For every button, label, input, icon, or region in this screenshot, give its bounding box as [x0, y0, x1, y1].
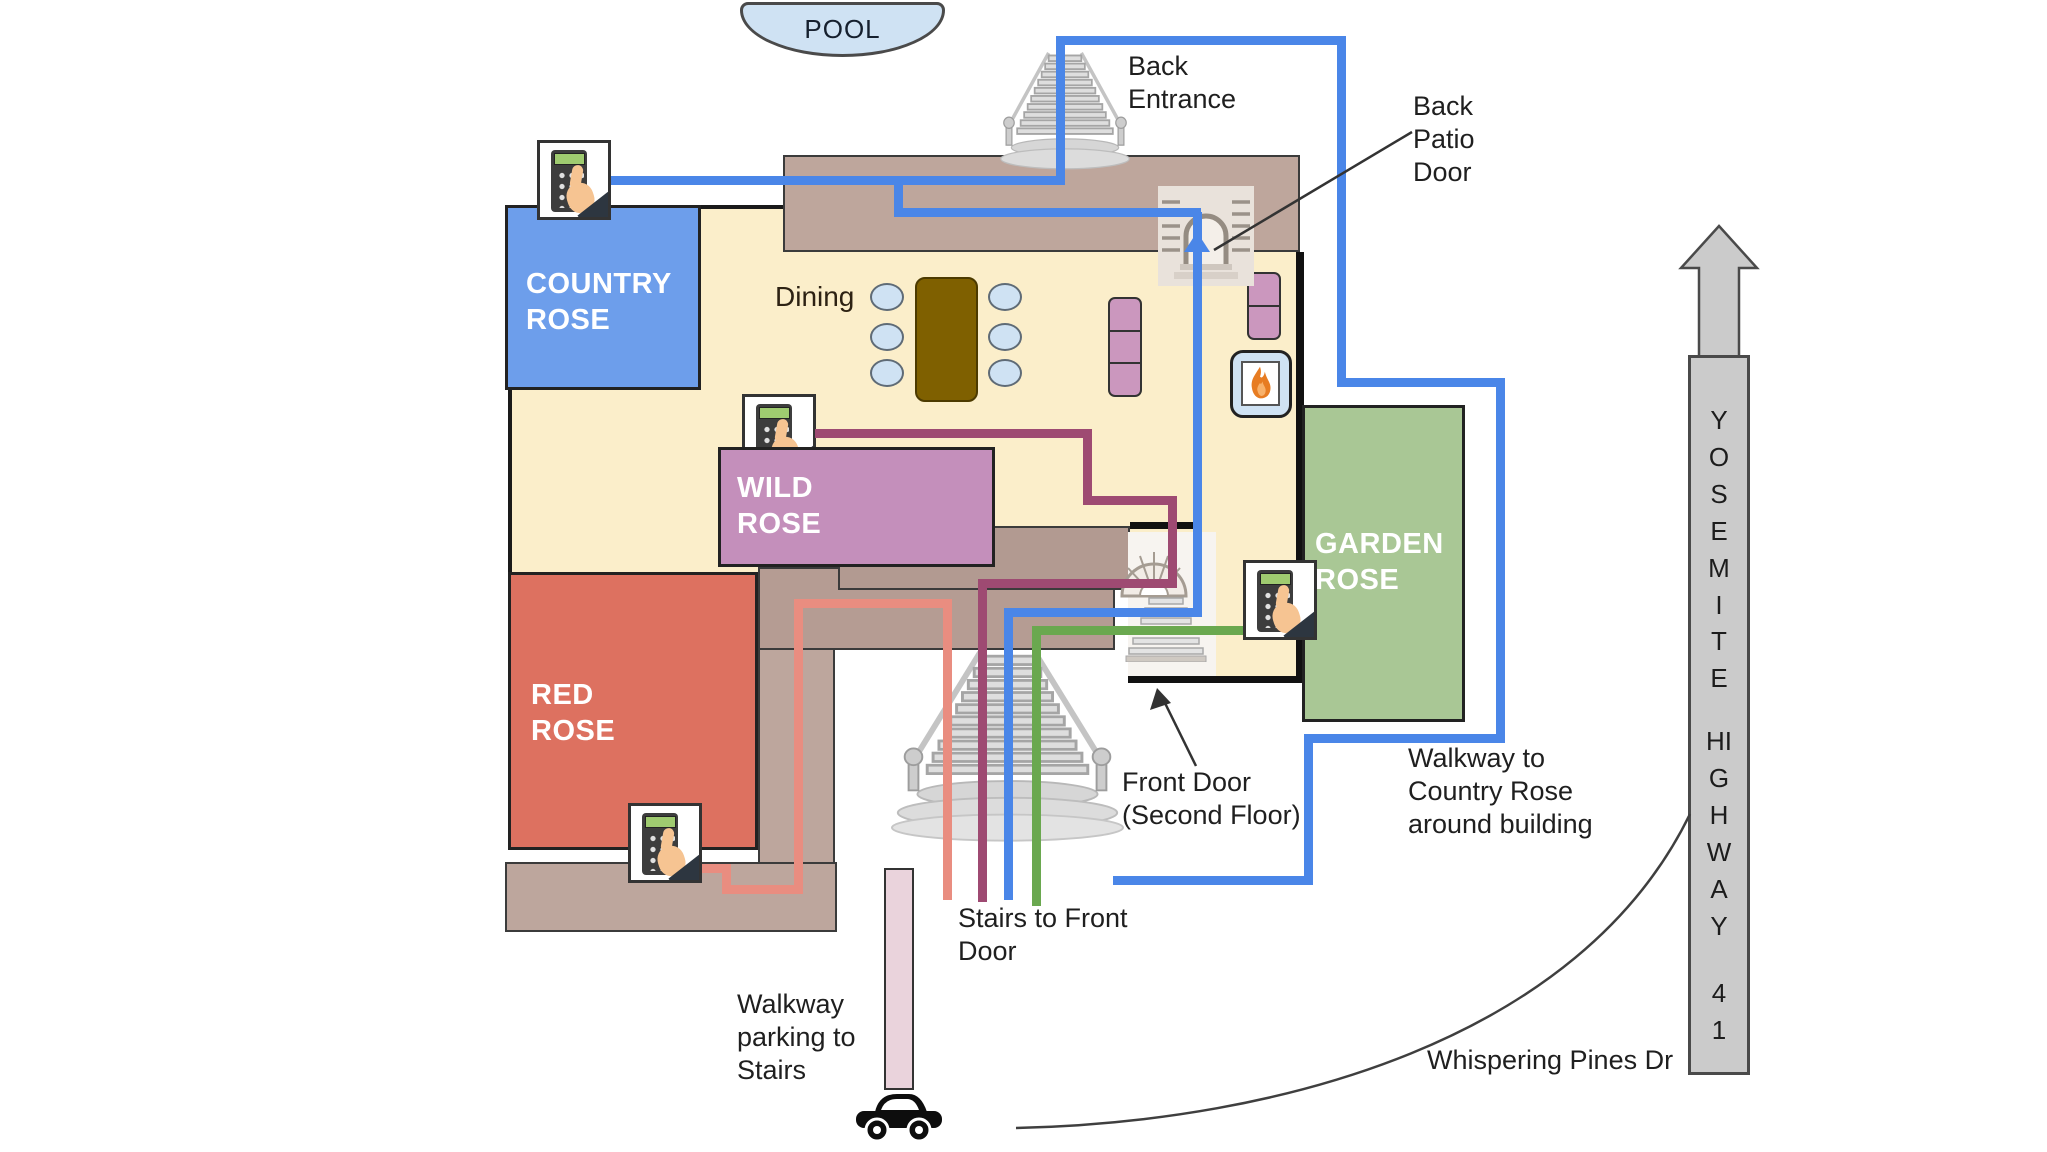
- room-red-rose-label: RED ROSE: [531, 679, 616, 748]
- room-garden-rose-label: GARDEN ROSE: [1315, 528, 1444, 597]
- path-blue-segment: [1304, 734, 1313, 884]
- path-maroon-segment: [815, 429, 1092, 438]
- room-wild-rose: WILD ROSE: [718, 447, 995, 567]
- country-rose-keypad-icon: [537, 140, 611, 220]
- path-maroon-segment: [1168, 496, 1177, 588]
- door-entry-arrow-icon: [1184, 232, 1210, 252]
- wall-above-front-door: [1130, 522, 1196, 529]
- highway-arrow-icon: [1678, 222, 1760, 362]
- room-country-rose-label: COUNTRY ROSE: [526, 268, 672, 337]
- back-entrance-label: Back Entrance: [1128, 51, 1237, 114]
- path-maroon-segment: [1083, 496, 1177, 505]
- front-door-pointer-arrowhead: [1150, 688, 1171, 710]
- dining-chair: [988, 283, 1022, 311]
- path-salmon-segment: [697, 864, 731, 873]
- highway-name-yosemite: Y O S E M I T E: [1708, 405, 1730, 694]
- dining-chair: [988, 323, 1022, 351]
- car-icon: [853, 1086, 945, 1144]
- path-blue-segment: [572, 176, 1065, 185]
- path-blue-segment: [894, 176, 903, 217]
- dining-chair: [870, 323, 904, 351]
- stairs-to-front-door-label: Stairs to Front Door: [958, 903, 1128, 966]
- back-patio-door-label: Back Patio Door: [1413, 91, 1475, 187]
- path-blue-segment: [1060, 36, 1345, 45]
- path-blue-segment: [1056, 36, 1065, 182]
- room-country-rose: COUNTRY ROSE: [505, 205, 701, 390]
- path-salmon-segment: [722, 864, 731, 894]
- walkway-country-rose-label: Walkway to Country Rose around building: [1408, 743, 1593, 839]
- dining-chair: [870, 283, 904, 311]
- path-blue-segment: [1113, 876, 1313, 885]
- wall-bottom-lobby: [1128, 676, 1303, 683]
- path-blue-segment: [1304, 734, 1505, 743]
- dining-label: Dining: [775, 281, 855, 312]
- fireplace-icon: [1230, 350, 1292, 418]
- path-maroon-segment: [978, 579, 987, 902]
- whispering-pines-road-line: [1015, 813, 1692, 1130]
- garden-rose-keypad-icon: [1243, 560, 1317, 640]
- whispering-pines-label: Whispering Pines Dr: [1427, 1045, 1674, 1075]
- path-blue-segment: [1337, 378, 1504, 387]
- path-salmon-segment: [794, 599, 952, 608]
- path-maroon-segment: [978, 579, 1177, 588]
- back-entrance-stairs-icon: [995, 48, 1135, 185]
- path-blue-segment: [1004, 608, 1013, 900]
- dining-table: [915, 277, 978, 402]
- sofa-three-seat: [1108, 297, 1142, 397]
- path-salmon-segment: [722, 885, 803, 894]
- walkway-parking-label: Walkway parking to Stairs: [737, 989, 856, 1085]
- pool-label: POOL: [804, 14, 881, 44]
- highway-number-41: 4 1: [1711, 977, 1727, 1045]
- front-door-pointer-line: [1160, 696, 1198, 767]
- path-green-segment: [1032, 626, 1250, 635]
- path-blue-segment: [1193, 212, 1202, 616]
- highway-sign: Y O S E M I T E HI G H W A Y 4 1: [1688, 355, 1750, 1075]
- path-green-segment: [1032, 626, 1041, 906]
- pool: POOL: [740, 2, 945, 57]
- path-salmon-segment: [943, 599, 952, 900]
- fireplace-flame-icon: [1241, 361, 1280, 406]
- path-salmon-segment: [794, 599, 803, 894]
- path-blue-segment: [1496, 378, 1505, 742]
- room-garden-rose: GARDEN ROSE: [1302, 405, 1465, 722]
- path-blue-segment: [894, 208, 1201, 217]
- wall-right-side: [1296, 252, 1304, 682]
- dining-chair: [988, 359, 1022, 387]
- path-blue-segment: [1337, 36, 1346, 386]
- path-blue-segment: [1012, 608, 1202, 617]
- dining-chair: [870, 359, 904, 387]
- red-rose-keypad-icon: [628, 803, 702, 883]
- parking-walkway: [884, 868, 914, 1090]
- room-red-rose: RED ROSE: [508, 572, 758, 850]
- highway-name-highway: HI G H W A Y: [1706, 726, 1732, 941]
- room-wild-rose-label: WILD ROSE: [737, 472, 822, 541]
- bottom-walkway-band: [505, 862, 837, 932]
- front-door-label: Front Door (Second Floor): [1122, 767, 1301, 830]
- path-maroon-segment: [1083, 429, 1092, 505]
- front-door-fanlight-icon: [1118, 548, 1190, 598]
